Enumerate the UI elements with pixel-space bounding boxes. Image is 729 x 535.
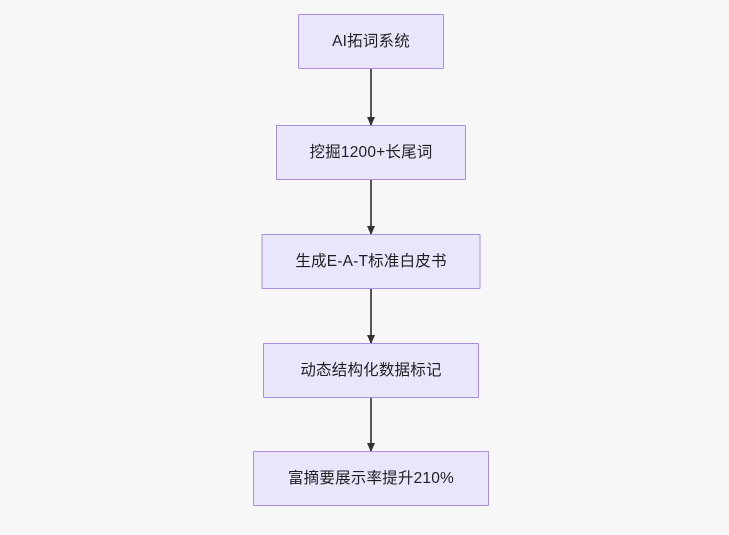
arrowhead-down-icon [367, 117, 375, 126]
flowchart-edge-n1-n2 [367, 69, 375, 126]
arrowhead-down-icon [367, 226, 375, 235]
flowchart-node-label: 富摘要展示率提升210% [287, 469, 455, 487]
flowchart-node-n5[interactable]: 富摘要展示率提升210% [253, 451, 489, 506]
arrowhead-down-icon [367, 443, 375, 452]
flowchart-edge-n3-n4 [367, 289, 375, 344]
flowchart-node-n1[interactable]: AI拓词系统 [298, 14, 444, 69]
flowchart-edge-n4-n5 [367, 398, 375, 452]
flowchart-edge-n2-n3 [367, 180, 375, 235]
flowchart-node-n3[interactable]: 生成E-A-T标准白皮书 [261, 234, 481, 289]
arrowhead-down-icon [367, 335, 375, 344]
flowchart-node-label: 挖掘1200+长尾词 [309, 143, 433, 161]
flowchart-node-n2[interactable]: 挖掘1200+长尾词 [276, 125, 466, 180]
flowchart-node-label: 动态结构化数据标记 [300, 361, 442, 379]
flowchart-node-n4[interactable]: 动态结构化数据标记 [263, 343, 479, 398]
flowchart-node-label: AI拓词系统 [332, 32, 410, 50]
flowchart-node-label: 生成E-A-T标准白皮书 [295, 252, 447, 270]
